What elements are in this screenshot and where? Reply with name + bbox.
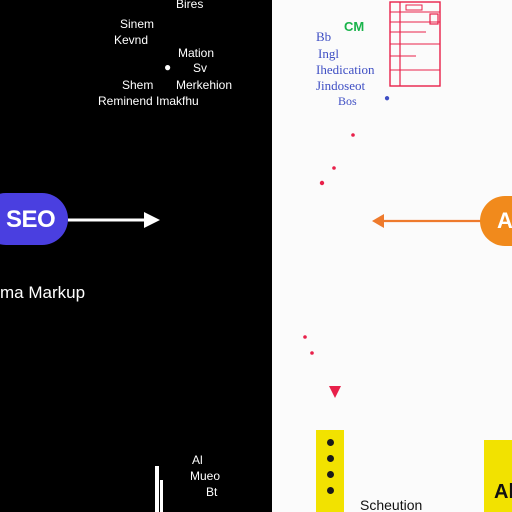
bullet-icon: ● bbox=[164, 60, 172, 74]
left-top-merkehon: Merkehion bbox=[176, 78, 233, 92]
schemion-label: Scheution bbox=[360, 497, 423, 512]
bar-dot-icon bbox=[327, 471, 334, 478]
left-top-reminend: Reminend Imakfhu bbox=[98, 94, 199, 108]
blue-line-bos: Bos bbox=[338, 94, 357, 108]
left-top-sinem: Sinem bbox=[120, 17, 155, 31]
bar-dot-icon bbox=[327, 487, 334, 494]
blue-line-jindoseot: Jindoseot bbox=[316, 78, 366, 93]
ai-label: Al bbox=[497, 208, 512, 233]
blue-line-bb: Bb bbox=[316, 29, 332, 44]
bottom-left-tick bbox=[160, 480, 163, 512]
seo-pill bbox=[0, 193, 68, 245]
yellow-bar-right bbox=[484, 440, 512, 512]
left-panel bbox=[0, 0, 272, 512]
schema-markup-label: ma Markup bbox=[0, 283, 86, 302]
bottom-bt-label: Bt bbox=[206, 485, 218, 499]
left-top-bires: Bires bbox=[176, 0, 204, 11]
blue-dot-icon: ● bbox=[384, 93, 391, 104]
dotted-connector-icon bbox=[303, 133, 355, 355]
cm-label: CM bbox=[344, 19, 365, 34]
bottom-mueo-label: Mueo bbox=[190, 469, 221, 483]
bar-dot-icon bbox=[327, 455, 334, 462]
left-top-shem: Shem bbox=[122, 78, 154, 92]
bottom-ai-label: Al bbox=[192, 453, 203, 467]
arrow-down-icon bbox=[329, 386, 341, 398]
ai-bottom-label: Al bbox=[494, 481, 512, 503]
left-top-mation: Mation bbox=[178, 46, 215, 60]
left-top-sv: Sv bbox=[193, 61, 208, 75]
blue-line-ingl: Ingl bbox=[318, 46, 339, 61]
arrow-left-icon bbox=[372, 214, 482, 228]
table-sketch-icon bbox=[389, 1, 441, 87]
bottom-left-tick bbox=[155, 466, 159, 512]
blue-line-ihedication: Ihedication bbox=[316, 62, 375, 77]
arrow-right-icon bbox=[68, 212, 160, 228]
left-top-kevnd: Kevnd bbox=[114, 33, 149, 47]
seo-label: SEO bbox=[6, 206, 56, 233]
bar-dot-icon bbox=[327, 439, 334, 446]
